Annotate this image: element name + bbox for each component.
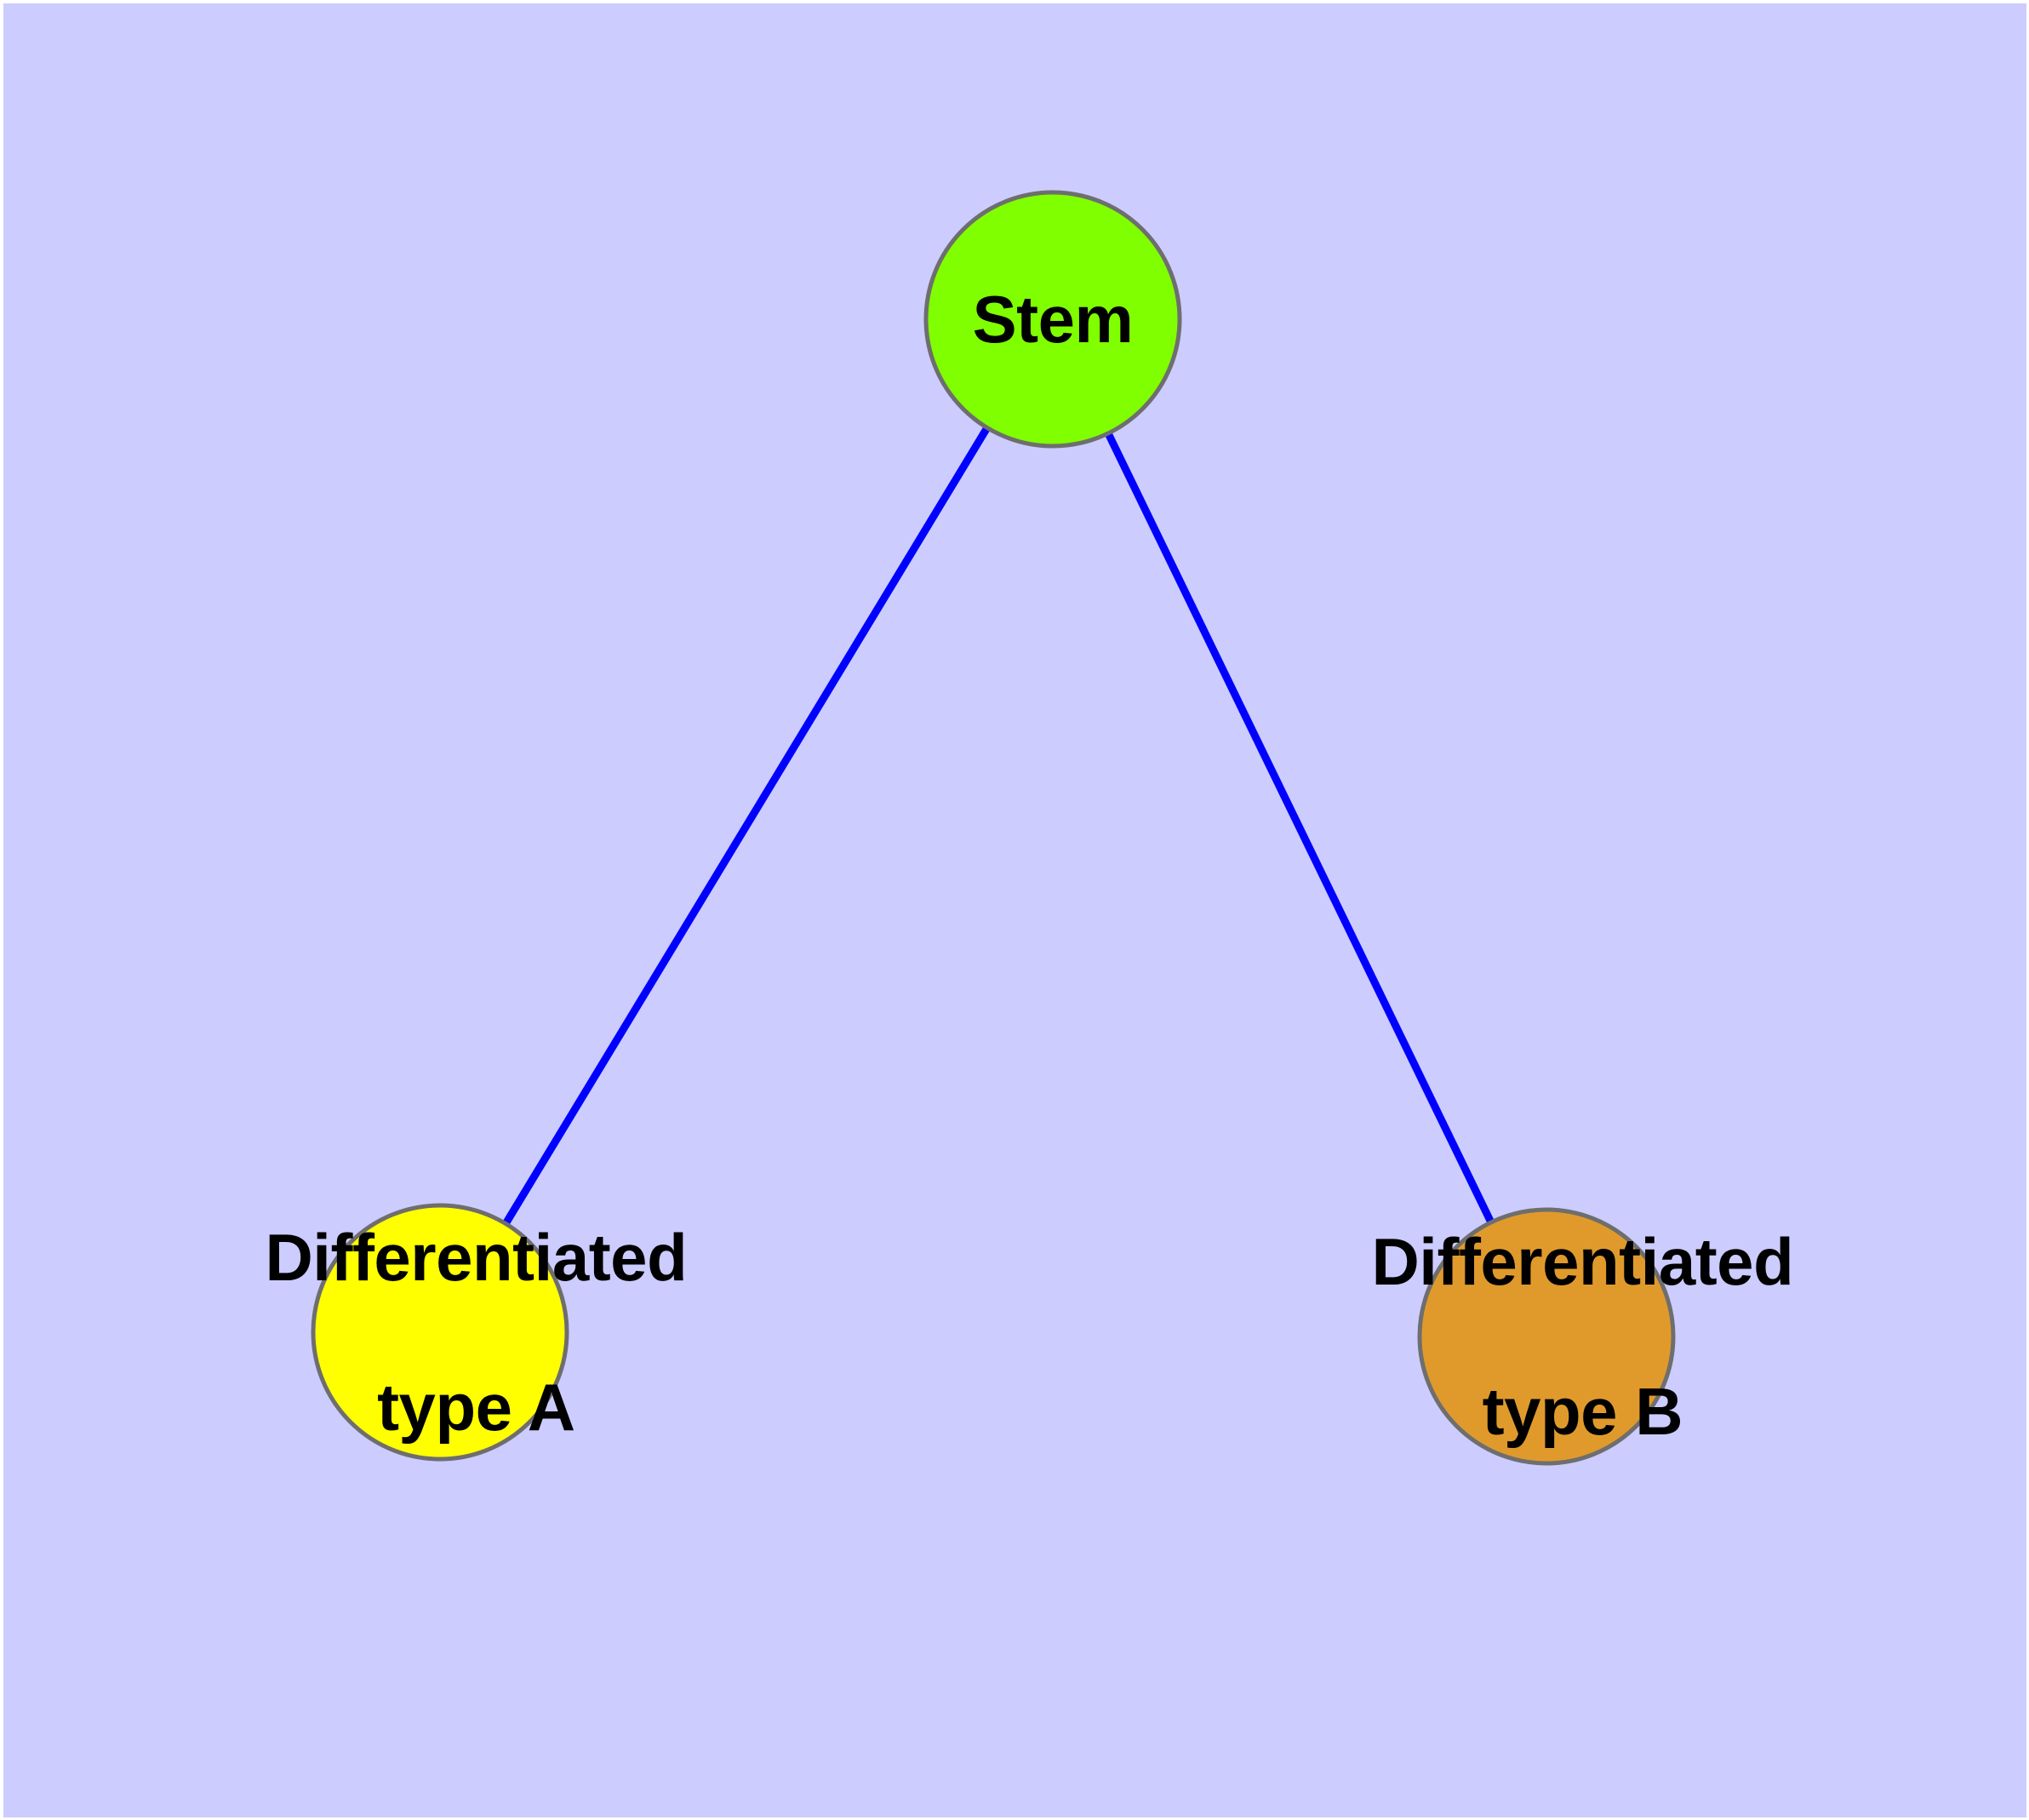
edges-layer [503, 426, 1495, 1225]
edge-stem-to-type-a[interactable] [503, 426, 990, 1225]
edge-stem-to-type-b[interactable] [1105, 432, 1495, 1223]
node-differentiated-type-a[interactable] [311, 1203, 569, 1462]
nodes-layer [311, 190, 1676, 1466]
node-differentiated-type-b[interactable] [1417, 1207, 1676, 1466]
node-stem[interactable] [923, 190, 1182, 449]
